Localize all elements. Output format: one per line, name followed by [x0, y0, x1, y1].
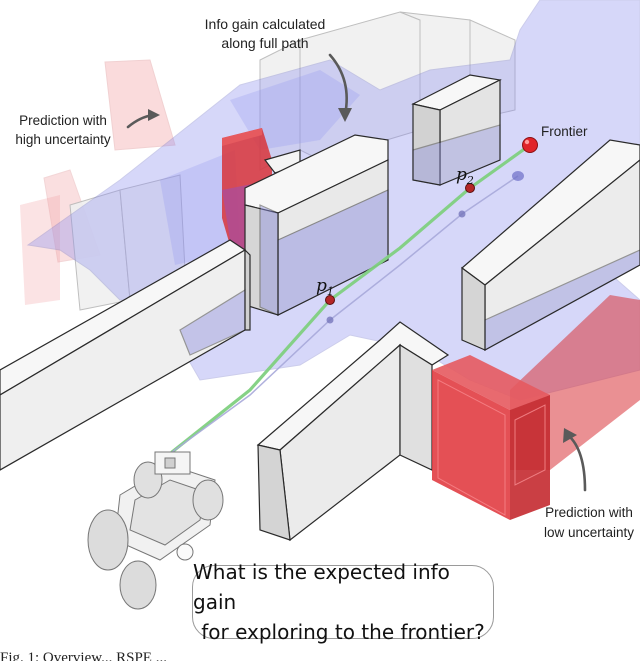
upper-center-wall — [244, 134, 389, 316]
high-uncertainty-label-line1: Prediction with — [19, 113, 107, 128]
projected-path — [171, 175, 519, 453]
question-box: What is the expected info gain for explo… — [192, 560, 494, 644]
high-uncertainty-label-line2: high uncertainty — [15, 132, 111, 147]
waypoint-p2 — [465, 183, 475, 193]
upper-right-wall — [411, 74, 502, 186]
figure-caption: Fig. 1: Overview... RSPE ... — [0, 650, 167, 661]
right-long-wall — [461, 139, 640, 352]
question-line-2: for exploring to the frontier? — [201, 620, 485, 644]
low-uncertainty-label-line1: Prediction with — [545, 505, 633, 520]
question-line-1: What is the expected info gain — [193, 560, 450, 614]
waypoint-p1 — [325, 295, 335, 305]
planned-path — [170, 143, 532, 454]
left-long-wall — [0, 239, 251, 471]
lower-red-prediction — [432, 295, 640, 520]
p2-label: p2 — [456, 165, 474, 187]
info-gain-label-line2: along full path — [221, 35, 308, 51]
annotation-arrows — [126, 53, 587, 492]
paths — [170, 137, 538, 454]
lower-center-wall — [256, 321, 450, 542]
info-gain-label-line1: Info gain calculated — [205, 16, 326, 32]
p1-label: p1 — [316, 276, 334, 298]
robot — [87, 451, 224, 610]
frontier-label: Frontier — [541, 124, 588, 139]
scene-labels: Info gain calculated along full path Pre… — [15, 16, 634, 540]
frontier-marker — [522, 137, 538, 153]
shadow-dot-p1 — [326, 316, 334, 324]
shadow-dot-p2 — [458, 210, 466, 218]
frontier-shadow — [512, 171, 524, 181]
low-uncertainty-label-line2: low uncertainty — [544, 525, 634, 540]
